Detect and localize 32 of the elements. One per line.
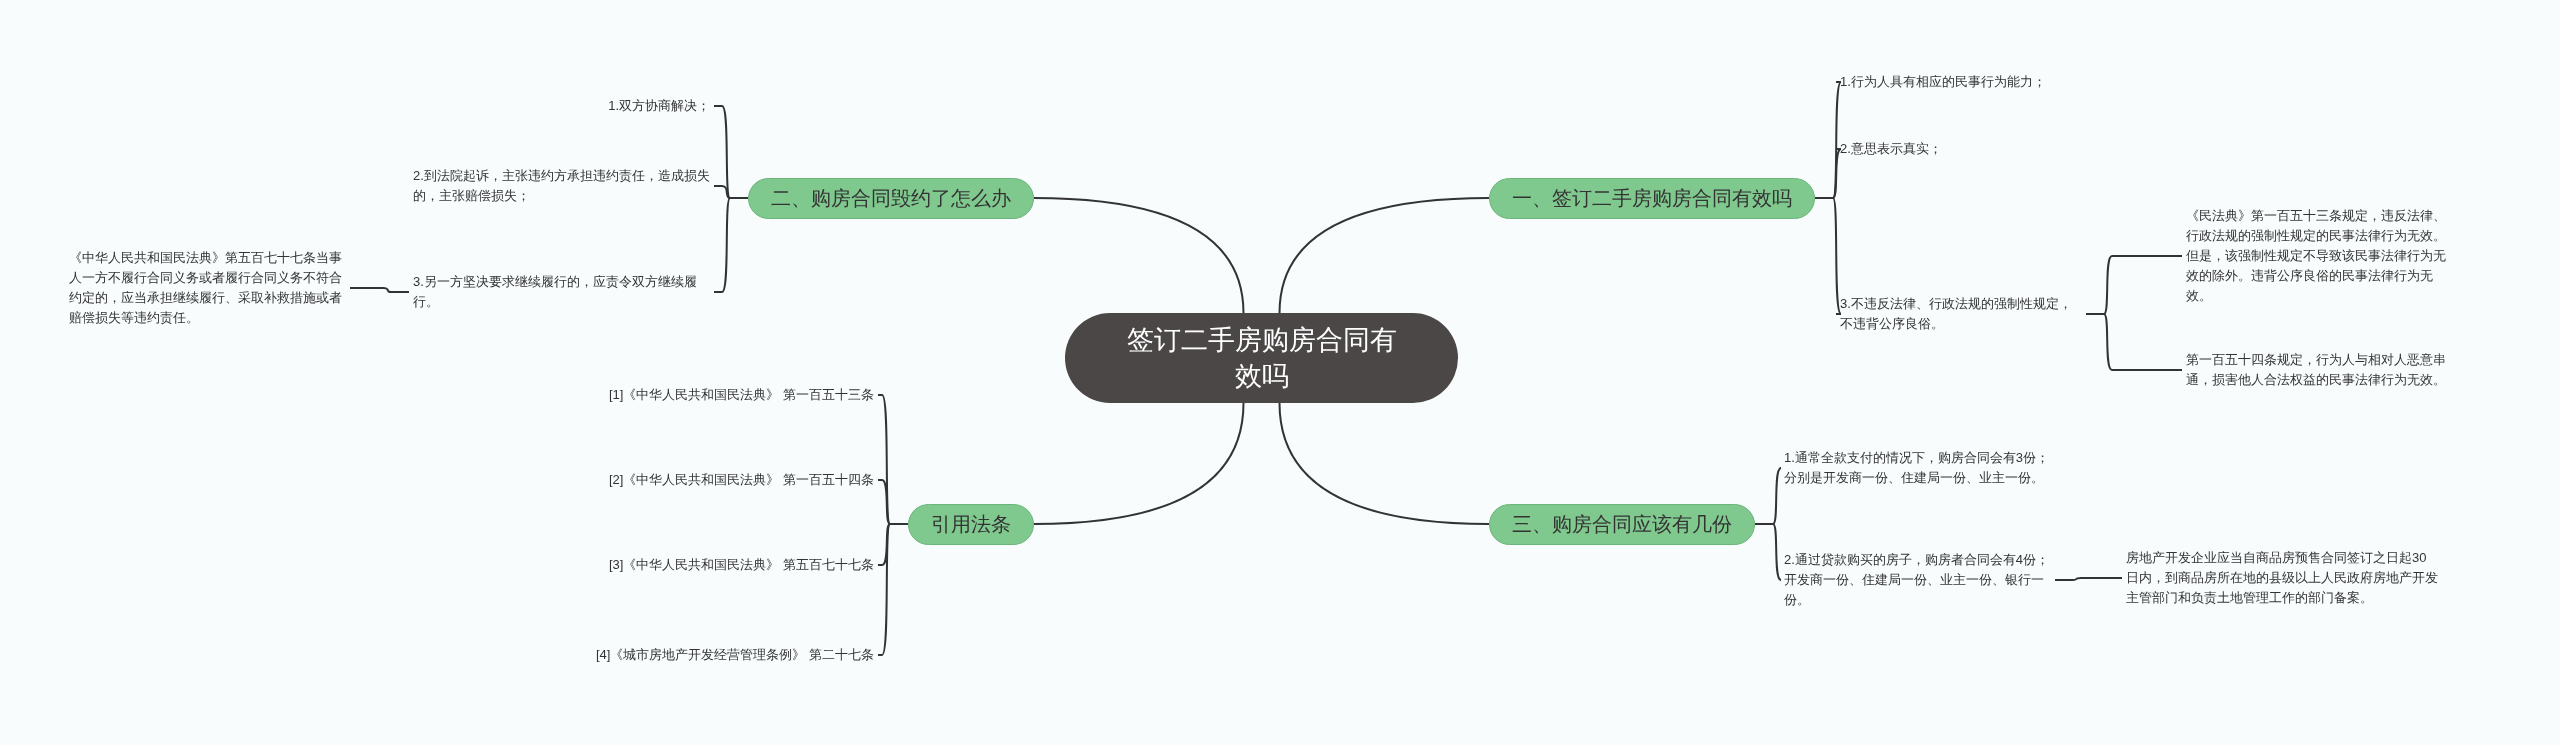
subtopic-text: [1]《中华人民共和国民法典》 第一百五十三条 [604, 383, 878, 407]
subtopic-text: 《民法典》第一百五十三条规定，违反法律、行政法规的强制性规定的民事法律行为无效。但是，该强制性规定不导致该民事法律行为无效的除外。违背公序良俗的民事法律行为无效。 [2182, 204, 2462, 308]
topic-pill: 一、签订二手房购房合同有效吗 [1489, 177, 1815, 219]
connector-line [349, 287, 410, 293]
subtopic-text: 房地产开发企业应当自商品房预售合同签订之日起30日内，到商品房所在地的县级以上人民政府房地产开发主管部门和负责土地管理工作的部门备案。 [2122, 546, 2442, 610]
subtopic-text: 1.双方协商解决； [604, 94, 714, 118]
connector-line [1033, 402, 1245, 525]
subtopic-text: 3.不违反法律、行政法规的强制性规定，不违背公序良俗。 [1836, 292, 2086, 336]
connector-line [1754, 523, 1782, 581]
subtopic-text: 《中华人民共和国民法典》第五百七十七条当事人一方不履行合同义务或者履行合同义务不符合约定的，应当承担继续履行、采取补救措施或者赔偿损失等违约责任。 [65, 246, 350, 330]
topic-pill: 二、购房合同毁约了怎么办 [748, 177, 1034, 219]
connector-line [2085, 313, 2183, 371]
connector-line [1278, 402, 1490, 525]
subtopic-text: [3]《中华人民共和国民法典》 第五百七十七条 [604, 553, 878, 577]
central-topic: 签订二手房购房合同有效吗 [1065, 313, 1458, 403]
connector-line [1033, 197, 1245, 314]
connector-line [877, 523, 909, 656]
subtopic-text: 第一百五十四条规定，行为人与相对人恶意串通，损害他人合法权益的民事法律行为无效。 [2182, 348, 2462, 392]
subtopic-text: 2.通过贷款购买的房子，购房者合同会有4份；开发商一份、住建局一份、业主一份、银行一份。 [1780, 548, 2055, 612]
subtopic-text: 2.到法院起诉，主张违约方承担违约责任，造成损失的，主张赔偿损失； [409, 164, 714, 208]
topic-pill: 三、购房合同应该有几份 [1489, 503, 1755, 545]
connector-line [713, 197, 749, 293]
topic-pill: 引用法条 [908, 503, 1034, 545]
subtopic-text: 1.通常全款支付的情况下，购房合同会有3份；分别是开发商一份、住建局一份、业主一份。 [1780, 446, 2055, 490]
subtopic-text: [2]《中华人民共和国民法典》 第一百五十四条 [604, 468, 878, 492]
subtopic-text: 2.意思表示真实； [1836, 137, 1946, 161]
subtopic-text: [4]《城市房地产开发经营管理条例》 第二十七条 [591, 643, 878, 667]
subtopic-text: 3.另一方坚决要求继续履行的，应责令双方继续履行。 [409, 270, 714, 314]
subtopic-text: 1.行为人具有相应的民事行为能力； [1836, 70, 2050, 94]
connector-line [2054, 577, 2123, 581]
connector-line [1278, 197, 1490, 314]
connector-line [1814, 197, 1842, 315]
